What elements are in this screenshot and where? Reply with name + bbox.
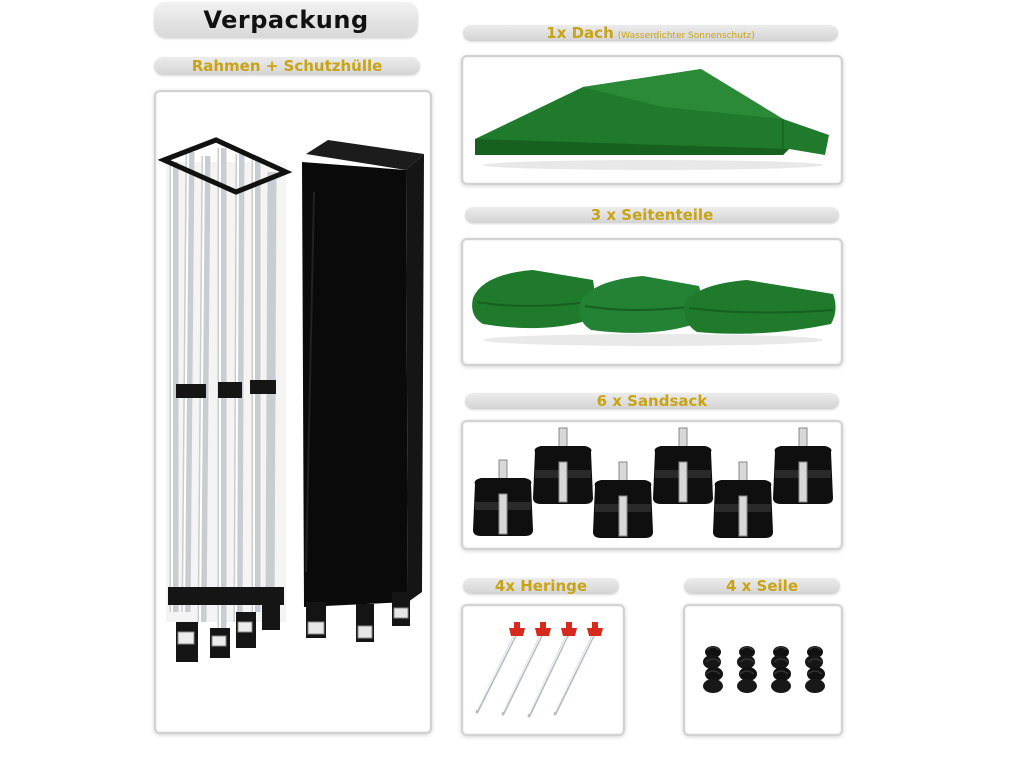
frame-and-cover-image	[157, 137, 424, 662]
rope-2	[736, 645, 758, 694]
sandbags-image	[472, 427, 834, 539]
ropes-label-badge: 4 x Seile	[684, 577, 840, 595]
frame-label: Rahmen + Schutzhülle	[191, 57, 383, 75]
sandbag-2	[532, 427, 594, 505]
sandbag-1	[472, 459, 534, 537]
ropes-image	[702, 645, 826, 694]
roof-label: 1x Dach	[546, 24, 614, 42]
sandbag-3	[592, 461, 654, 539]
sandbag-6	[772, 427, 834, 505]
ropes-panel	[683, 604, 843, 736]
rope-4	[804, 645, 826, 694]
pegs-label: 4x Heringe	[494, 577, 588, 595]
sandbags-panel	[461, 420, 843, 550]
frame-label-badge: Rahmen + Schutzhülle	[154, 57, 420, 75]
sandbag-4	[652, 427, 714, 505]
sides-label: 3 x Seitenteile	[590, 206, 714, 224]
rope-3	[770, 645, 792, 694]
sandbag-5	[712, 461, 774, 539]
sides-label-badge: 3 x Seitenteile	[465, 206, 839, 224]
sandbags-label: 6 x Sandsack	[596, 392, 708, 410]
pegs-panel	[461, 604, 625, 736]
sides-panel	[461, 238, 843, 366]
rope-1	[702, 645, 724, 694]
folded-frame	[157, 137, 293, 662]
tent-pegs-image	[475, 622, 603, 718]
page-title: Verpackung	[203, 6, 369, 34]
page-title-badge: Verpackung	[154, 2, 418, 38]
pegs-label-badge: 4x Heringe	[463, 577, 619, 595]
sandbags-label-badge: 6 x Sandsack	[465, 392, 839, 410]
side-walls-image	[472, 270, 836, 346]
roof-canvas-image	[475, 69, 829, 170]
roof-note: (Wasserdichter Sonnenschutz)	[617, 31, 755, 41]
roof-panel	[461, 55, 843, 185]
frame-panel	[154, 90, 432, 734]
roof-label-badge: 1x Dach(Wasserdichter Sonnenschutz)	[463, 24, 838, 42]
ropes-label: 4 x Seile	[726, 577, 798, 595]
protective-cover	[302, 140, 424, 642]
